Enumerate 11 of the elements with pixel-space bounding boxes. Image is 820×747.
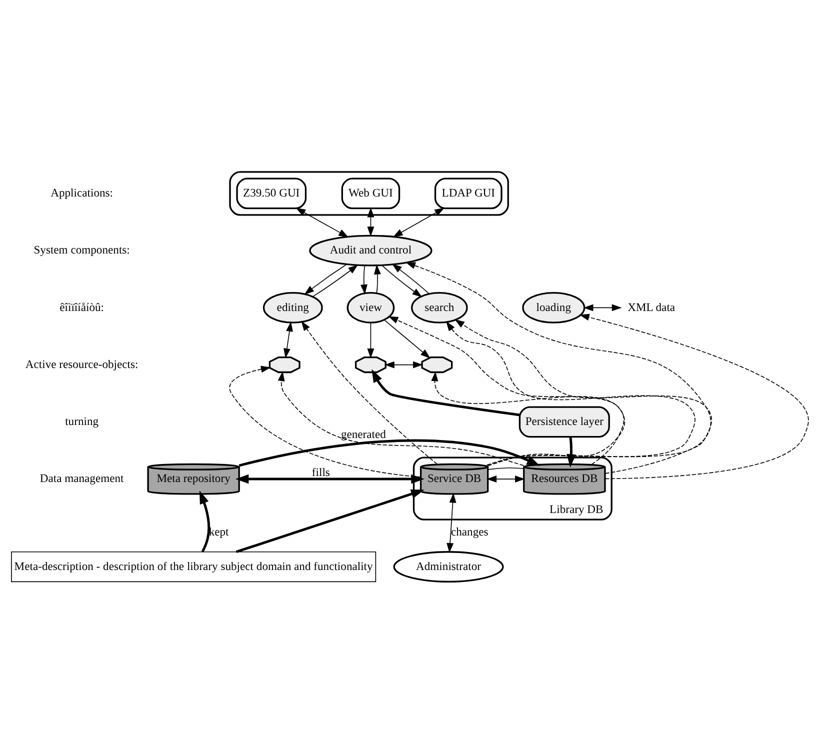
label: êîìïîíåíòû: <box>60 300 104 314</box>
edge-label: kept <box>208 526 229 538</box>
label: Active resource-objects: <box>25 358 138 371</box>
label: Applications: <box>50 186 114 200</box>
edge-label: changes <box>450 526 488 538</box>
edge-label: fills <box>312 466 330 479</box>
edge-label: generated <box>340 428 386 442</box>
label: System components: <box>34 244 130 257</box>
label: Data management <box>40 472 124 486</box>
label: turning <box>65 414 99 428</box>
node-text: XML data <box>628 300 676 314</box>
